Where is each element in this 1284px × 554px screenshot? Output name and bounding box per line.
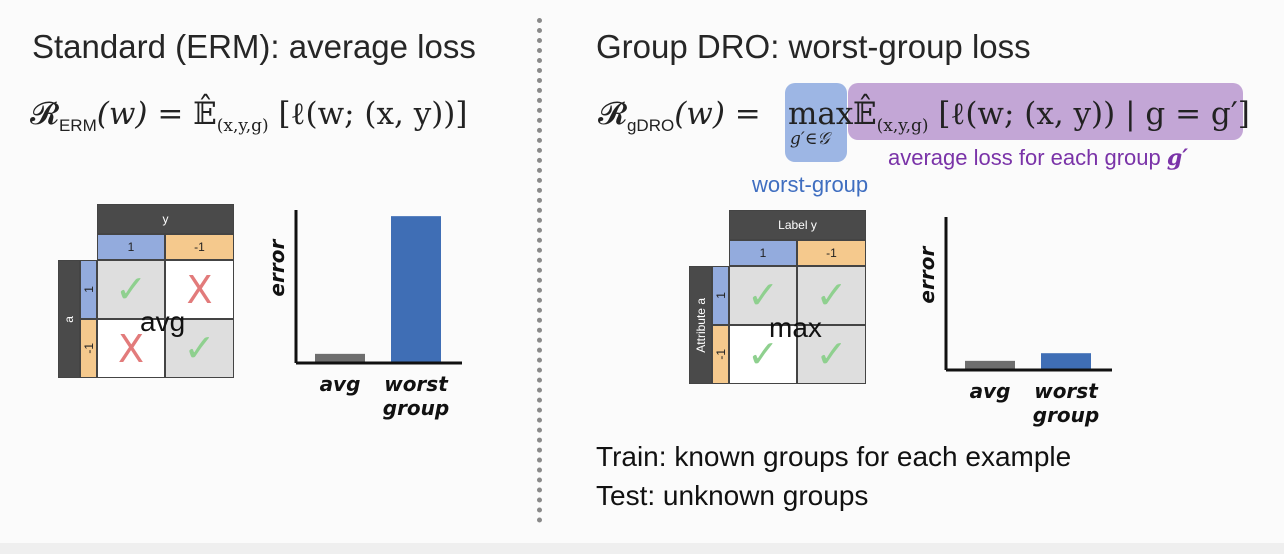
x-icon: X: [97, 319, 165, 378]
risk-symbol: 𝓡: [30, 96, 59, 132]
gdro-formula-lhs: 𝓡gDRO(w) =: [598, 96, 761, 136]
erm-formula: 𝓡ERM(w) = 𝔼̂(x,y,g) [ℓ(w; (x, y))]: [30, 96, 468, 136]
check-icon: ✓: [729, 266, 797, 325]
expectation-subscript: (x,y,g): [876, 116, 929, 136]
average-loss-annotation-text: average loss for each group: [888, 145, 1167, 170]
risk-arg: (w) =: [96, 96, 194, 132]
x-tick-label: worst: [1034, 379, 1099, 403]
col-label-neg1: -1: [165, 234, 234, 260]
train-text: known groups for each example: [666, 441, 1072, 472]
max-operator: max: [788, 96, 854, 132]
row-label-neg1: -1: [80, 319, 97, 378]
test-text: unknown groups: [655, 480, 869, 511]
check-icon: ✓: [165, 319, 234, 378]
test-note: Test: unknown groups: [596, 480, 868, 512]
max-subscript: g′∈𝒢: [790, 129, 830, 149]
row-label-1-text: 1: [713, 292, 728, 299]
x-tick-label: worst: [384, 372, 449, 396]
row-label-neg1-text: -1: [81, 343, 96, 354]
check-icon: ✓: [797, 266, 866, 325]
check-icon: ✓: [729, 325, 797, 384]
expectation-symbol: 𝔼̂: [193, 96, 217, 132]
col-header: y: [97, 204, 234, 234]
expectation-highlight: [848, 83, 1243, 140]
bar-0: [965, 360, 1015, 369]
train-note: Train: known groups for each example: [596, 441, 1071, 473]
col-label-1: 1: [729, 240, 797, 266]
worst-group-annotation: worst-group: [752, 172, 869, 197]
x-icon: X: [165, 260, 234, 319]
row-label-1: 1: [80, 260, 97, 319]
bar-1: [391, 216, 441, 362]
x-tick-label: avg: [320, 372, 361, 396]
footer-strip: [0, 543, 1284, 554]
risk-arg: (w) =: [674, 96, 761, 132]
risk-subscript: ERM: [58, 116, 97, 135]
row-label-1-text: 1: [81, 286, 96, 293]
panel-divider: [537, 18, 542, 523]
x-tick-label: group: [1033, 403, 1099, 427]
row-header-label: Attribute a: [693, 297, 708, 353]
row-label-1: 1: [712, 266, 729, 325]
erm-title: Standard (ERM): average loss: [32, 28, 476, 65]
y-axis-label: error: [265, 239, 289, 297]
col-label-1: 1: [97, 234, 165, 260]
risk-symbol: 𝓡: [598, 96, 627, 132]
row-header: a: [58, 260, 80, 378]
test-label: Test:: [596, 480, 656, 511]
check-icon: ✓: [797, 325, 866, 384]
check-icon: ✓: [97, 260, 165, 319]
bar-1: [1041, 353, 1091, 369]
expectation-symbol: 𝔼̂: [853, 96, 877, 132]
max-highlight: [785, 83, 847, 162]
row-label-neg1: -1: [712, 325, 729, 384]
y-axis-label: error: [915, 246, 939, 304]
row-label-neg1-text: -1: [713, 349, 728, 360]
x-tick-label: avg: [970, 379, 1011, 403]
average-loss-annotation: average loss for each group g′: [888, 145, 1188, 171]
loss-term: [ℓ(w; (x, y))]: [278, 96, 468, 132]
col-header: Label y: [729, 210, 866, 240]
gdro-formula-expectation: 𝔼̂(x,y,g) [ℓ(w; (x, y)) | g = g′]: [853, 96, 1250, 136]
col-label-neg1: -1: [797, 240, 866, 266]
bar-0: [315, 353, 365, 362]
conditional-loss-term: [ℓ(w; (x, y)) | g = g′]: [938, 96, 1250, 132]
row-header: Attribute a: [689, 266, 712, 384]
expectation-subscript: (x,y,g): [216, 116, 269, 136]
train-label: Train:: [596, 441, 667, 472]
x-tick-label: group: [383, 396, 449, 420]
gdro-title: Group DRO: worst-group loss: [596, 28, 1031, 65]
group-symbol: g′: [1166, 145, 1189, 171]
risk-subscript: gDRO: [626, 116, 675, 135]
table-overlay-label: avg: [140, 306, 186, 337]
row-header-label: a: [62, 315, 76, 323]
table-overlay-label: max: [769, 312, 822, 343]
